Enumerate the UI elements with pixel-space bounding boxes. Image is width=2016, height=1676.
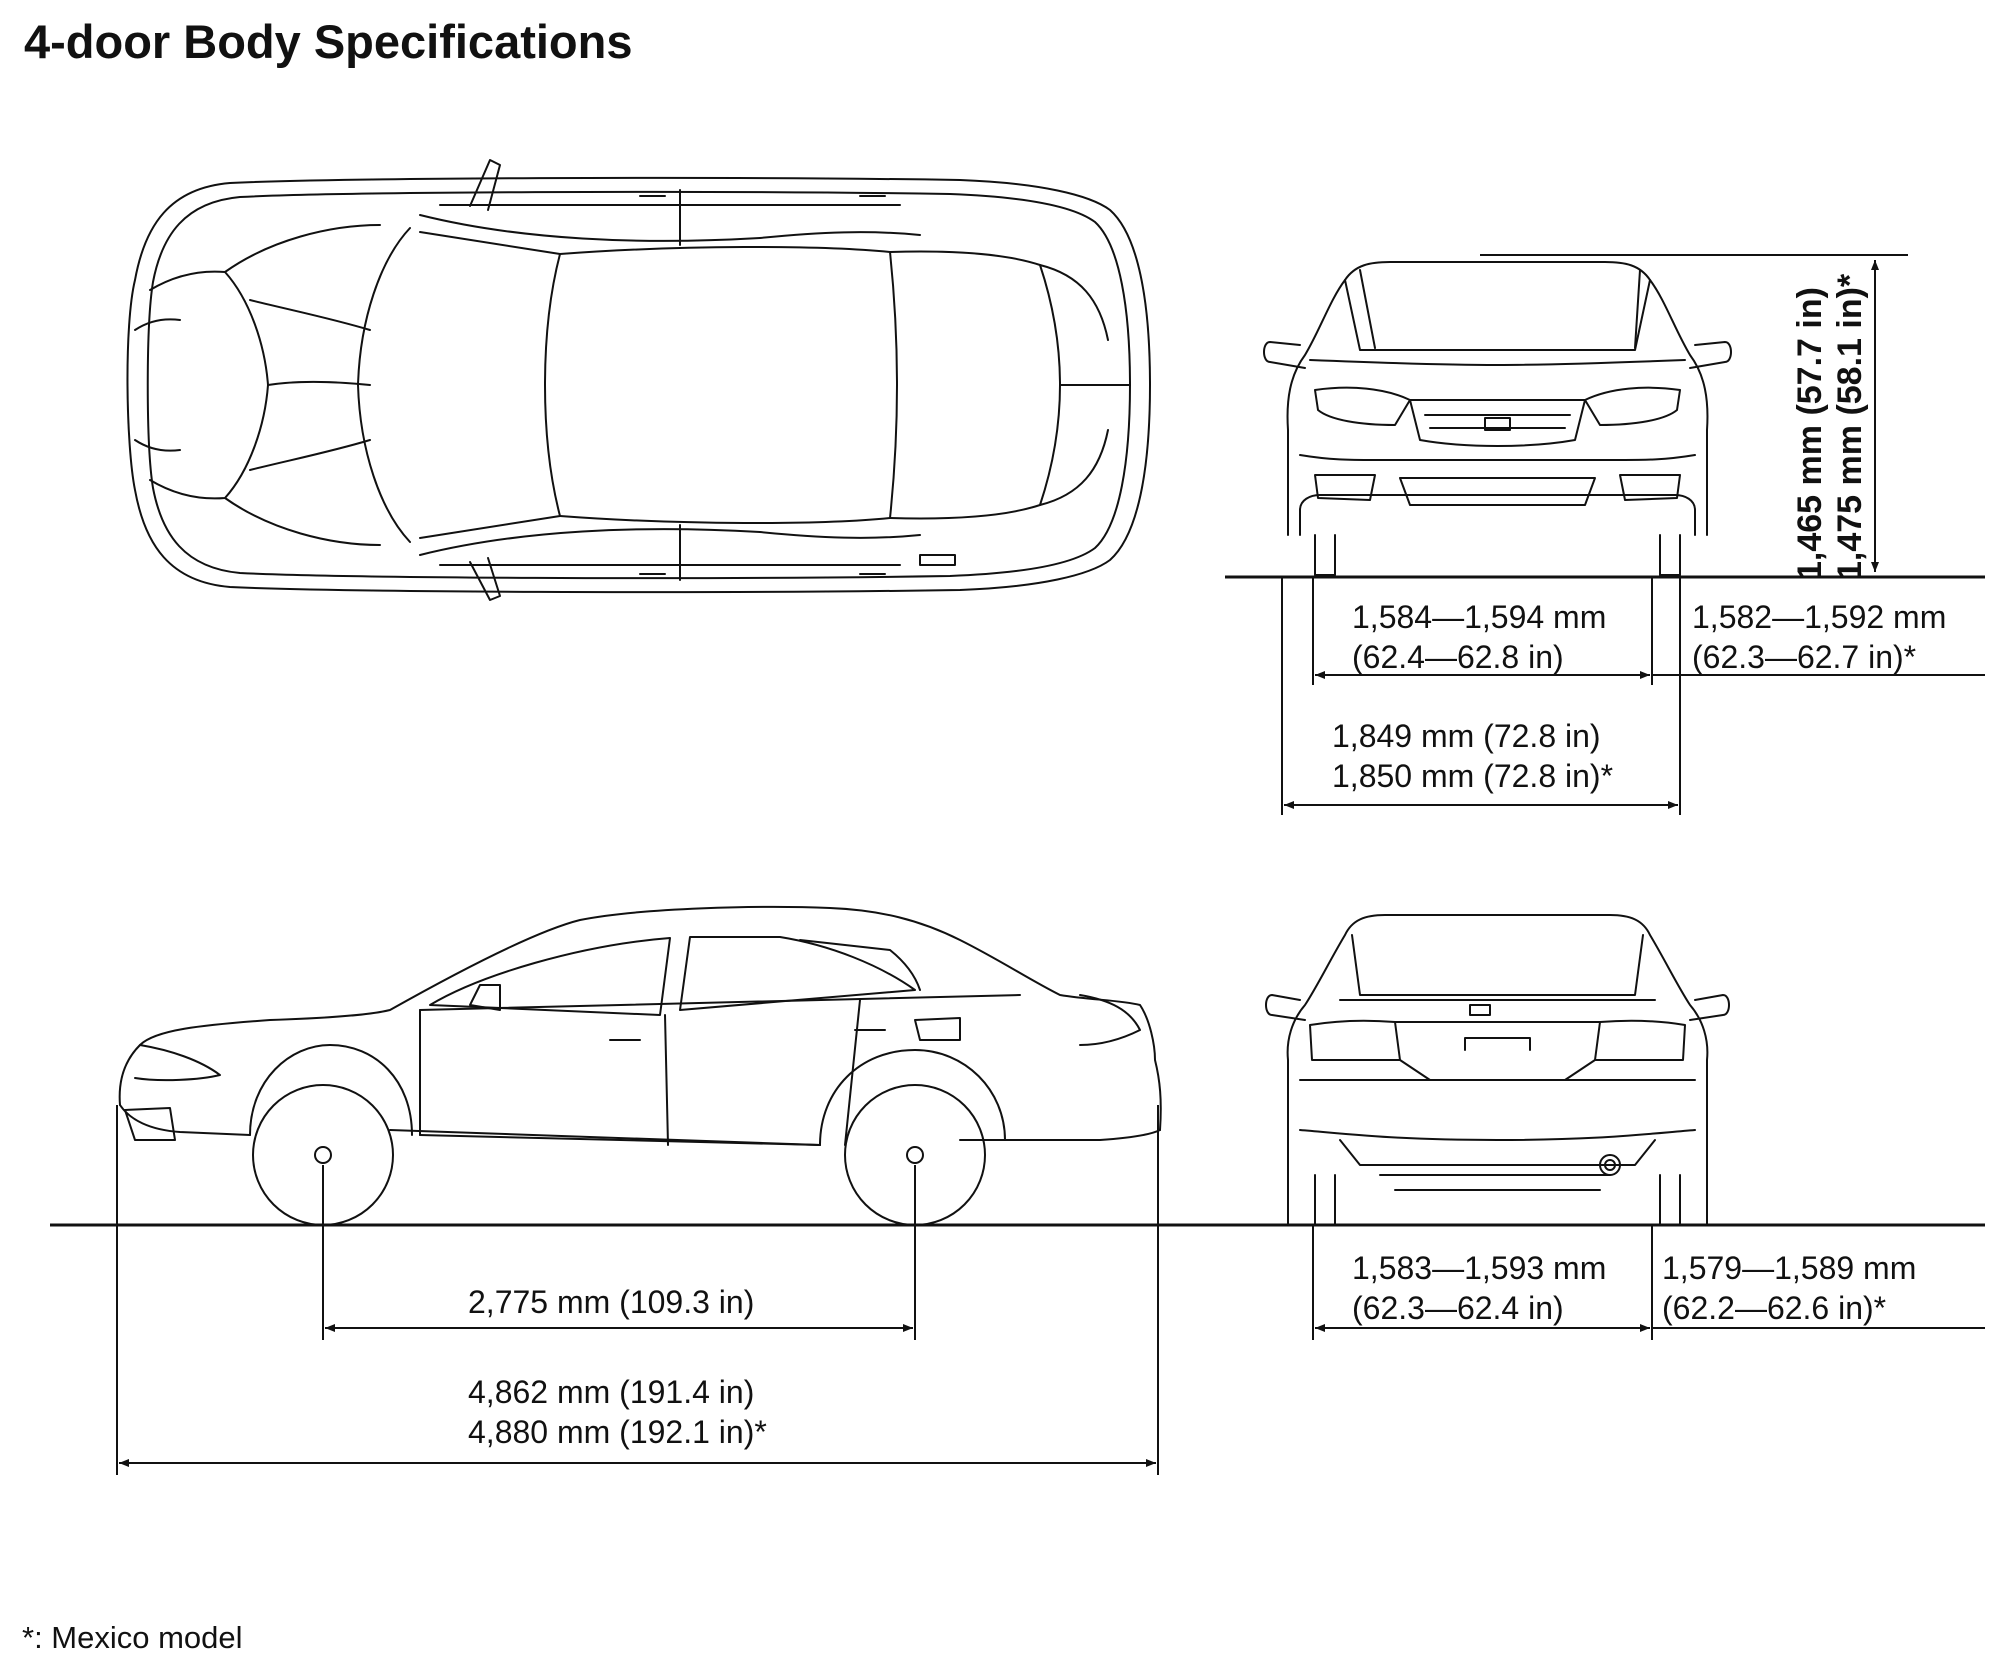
rear-track-label: 1,583—1,593 mm (62.3—62.4 in) xyxy=(1352,1248,1606,1328)
overall-width-mexico: 1,850 mm (72.8 in)* xyxy=(1332,758,1614,794)
rear-track-mm: 1,583—1,593 mm xyxy=(1352,1250,1607,1286)
front-track-mexico-label: 1,582—1,592 mm (62.3—62.7 in)* xyxy=(1692,597,1946,677)
rear-view-car xyxy=(1266,915,1729,1225)
wheelbase-value: 2,775 mm (109.3 in) xyxy=(468,1284,755,1320)
top-view-car xyxy=(127,160,1150,600)
overall-width-standard: 1,849 mm (72.8 in) xyxy=(1332,718,1601,754)
wheelbase-label: 2,775 mm (109.3 in) xyxy=(468,1282,754,1322)
overall-length-mexico: 4,880 mm (192.1 in)* xyxy=(468,1414,767,1450)
front-view-car xyxy=(1264,262,1731,575)
overall-length-label: 4,862 mm (191.4 in) 4,880 mm (192.1 in)* xyxy=(468,1372,767,1452)
rear-track-mexico-in: (62.2—62.6 in)* xyxy=(1662,1290,1887,1326)
overall-width-label: 1,849 mm (72.8 in) 1,850 mm (72.8 in)* xyxy=(1332,716,1613,796)
rear-track-mexico-label: 1,579—1,589 mm (62.2—62.6 in)* xyxy=(1662,1248,1916,1328)
page-title: 4-door Body Specifications xyxy=(24,15,633,68)
side-view-car xyxy=(120,907,1161,1145)
front-track-mm: 1,584—1,594 mm xyxy=(1352,599,1607,635)
front-track-mexico-mm: 1,582—1,592 mm xyxy=(1692,599,1947,635)
front-track-in: (62.4—62.8 in) xyxy=(1352,639,1564,675)
front-track-mexico-in: (62.3—62.7 in)* xyxy=(1692,639,1917,675)
overall-height-mexico: 1,475 mm (58.1 in)* xyxy=(1831,273,1869,580)
overall-length-standard: 4,862 mm (191.4 in) xyxy=(468,1374,755,1410)
rear-track-mexico-mm: 1,579—1,589 mm xyxy=(1662,1250,1917,1286)
overall-height-label: 1,465 mm (57.7 in) 1,475 mm (58.1 in)* xyxy=(1790,274,1870,580)
footnote: *: Mexico model xyxy=(22,1620,243,1655)
rear-track-in: (62.3—62.4 in) xyxy=(1352,1290,1564,1326)
overall-height-standard: 1,465 mm (57.7 in) xyxy=(1791,287,1829,580)
front-track-label: 1,584—1,594 mm (62.4—62.8 in) xyxy=(1352,597,1606,677)
dimension-lines xyxy=(50,255,1985,1475)
